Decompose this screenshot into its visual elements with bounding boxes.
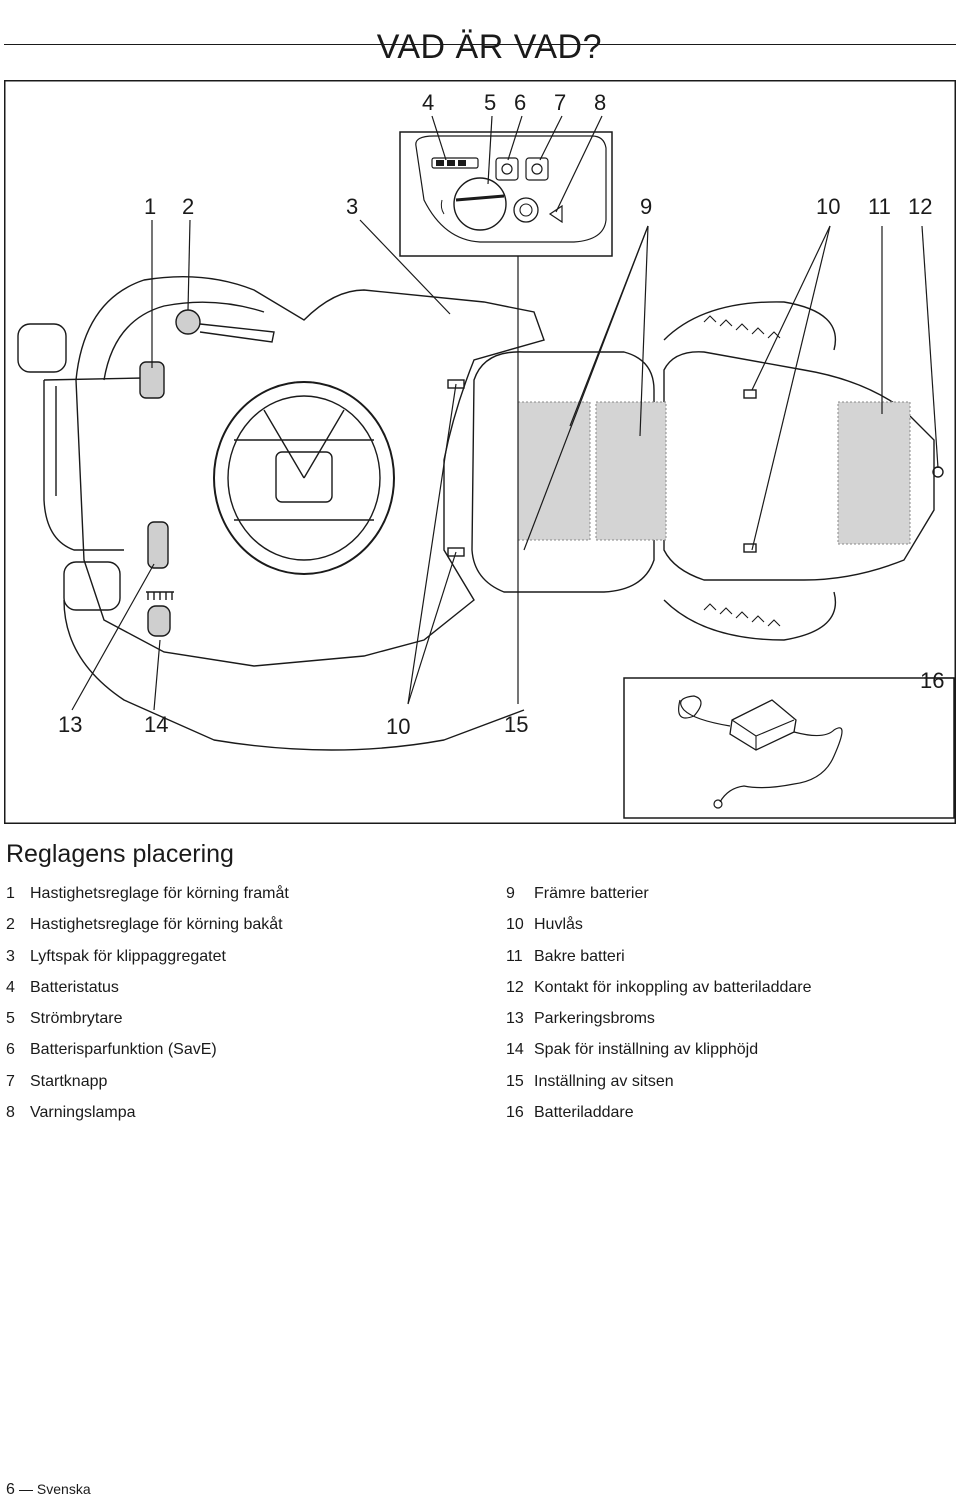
legend-number: 12 [506,978,524,996]
legend-label: Batterisparfunktion (SavE) [30,1041,217,1059]
legend-number: 1 [6,885,15,902]
legend-number: 14 [506,1041,524,1059]
page-footer: 6 Svenska [6,1480,91,1499]
legend-item: 7 Startknapp [6,1068,289,1099]
legend-item: 8 Varningslampa [6,1099,289,1130]
battery-status-indicator [431,157,479,169]
callout-6: 6 [514,90,526,115]
legend-item: 9 Främre batterier [506,880,812,911]
callout-8: 8 [594,90,606,115]
legend-item: 10 Huvlås [506,911,812,942]
callout-7: 7 [554,90,566,115]
callout-9: 9 [640,194,652,219]
cutting-height-rack [146,591,174,600]
legend-number: 2 [6,916,15,934]
legend-label: Huvlås [534,916,583,934]
legend-label: Varningslampa [30,1104,136,1122]
legend-number: 4 [6,978,15,996]
legend-number: 8 [6,1104,15,1122]
legend-label: Inställning av sitsen [534,1072,674,1090]
control-panel-inset [399,131,613,257]
legend-list-right: 9 Främre batterier 10 Huvlås 11 Bakre batte… [506,880,812,1130]
legend-item: 12 Kontakt för inkoppling av batteriladda… [506,974,812,1005]
legend-item: 16 Batteriladdare [506,1099,812,1130]
legend-label: Hastighetsreglage för körning framåt [30,885,289,902]
page-title: VAD ÄR VAD? [376,27,602,66]
legend-number: 7 [6,1072,15,1090]
legend-number: 13 [506,1010,524,1028]
callout-15: 15 [504,712,528,737]
legend-item: 6 Batterisparfunktion (SavE) [6,1036,289,1067]
callout-13: 13 [58,712,82,737]
legend-number: 5 [6,1010,15,1028]
legend-item: 11 Bakre batteri [506,943,812,974]
legend-number: 16 [506,1104,524,1122]
callout-2: 2 [182,194,194,219]
battery-areas [517,401,911,545]
legend-label: Lyftspak för klippaggregatet [30,947,226,965]
callout-16: 16 [920,668,944,693]
legend-label: Strömbrytare [30,1010,123,1028]
legend-number: 6 [6,1041,15,1059]
callout-1: 1 [144,194,156,219]
front-battery-right [595,401,667,541]
legend-item: 15 Inställning av sitsen [506,1068,812,1099]
legend-number: 11 [506,947,523,965]
legend-label: Kontakt för inkoppling av batteriladdare [534,978,812,996]
callout-10-top: 10 [816,194,840,219]
legend-number: 10 [506,916,524,934]
legend-label: Parkeringsbroms [534,1010,655,1028]
key-switch [513,197,539,223]
callout-11: 11 [868,194,891,219]
mower-overview-figure: 4 5 6 7 8 1 2 3 9 10 11 12 13 14 10 15 1… [4,80,956,824]
legend-number: 3 [6,947,15,965]
legend-number: 9 [506,885,515,902]
footer-dash [18,1489,33,1491]
legend-item: 13 Parkeringsbroms [506,1005,812,1036]
legend-label: Hastighetsreglage för körning bakåt [30,916,283,934]
legend-item: 2 Hastighetsreglage för körning bakåt [6,911,289,942]
cutting-height-lever [147,605,171,637]
callout-5: 5 [484,90,496,115]
callout-numbers: 4 5 6 7 8 1 2 3 9 10 11 12 13 14 10 15 1… [58,90,944,739]
title-divider [4,44,956,45]
legend-label: Startknapp [30,1072,108,1090]
figure-frame [4,80,956,824]
rear-battery [837,401,911,545]
mower-body [17,275,944,751]
warning-lamp-symbol [548,204,563,224]
callout-4: 4 [422,90,434,115]
mower-illustration: 4 5 6 7 8 1 2 3 9 10 11 12 13 14 10 15 1… [4,80,956,824]
legend-label: Batteristatus [30,978,119,996]
legend-heading: Reglagens placering [6,840,234,868]
battery-charger-inset [623,677,955,819]
legend-item: 1 Hastighetsreglage för körning framåt [6,880,289,911]
callout-3: 3 [346,194,358,219]
legend-item: 4 Batteristatus [6,974,289,1005]
legend-number: 15 [506,1072,524,1090]
legend-label: Spak för inställning av klipphöjd [534,1041,759,1059]
legend-label: Batteriladdare [534,1104,634,1122]
cutting-lift-lever [175,309,201,335]
legend-item: 5 Strömbrytare [6,1005,289,1036]
start-button-symbol [525,157,549,181]
callout-10-bottom: 10 [386,714,410,739]
save-button-symbol [495,157,519,181]
callout-12: 12 [908,194,932,219]
legend-label: Främre batterier [534,885,649,902]
callout-14: 14 [144,712,168,737]
legend-label: Bakre batteri [534,947,625,965]
reverse-speed-pedal [147,521,169,569]
page-number: 6 [6,1481,15,1498]
callout-leader-lines [71,115,954,711]
main-switch-knob [453,177,507,231]
footer-language: Svenska [36,1481,91,1497]
legend-item: 14 Spak för inställning av klipphöjd [506,1036,812,1067]
legend-item: 3 Lyftspak för klippaggregatet [6,943,289,974]
